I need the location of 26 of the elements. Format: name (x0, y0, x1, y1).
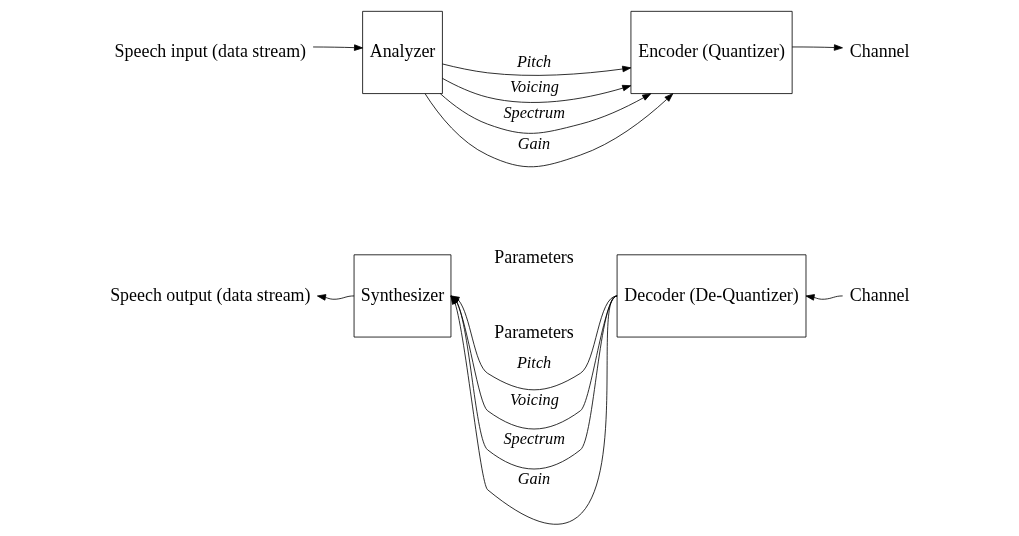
arrow (439, 93, 651, 134)
node-box: Analyzer (361, 10, 443, 94)
label: Parameters (493, 247, 574, 268)
edge-label: Voicing (509, 390, 559, 410)
node-box: Decoder (De-Quantizer) (616, 254, 806, 338)
arrow (791, 44, 843, 51)
arrow (312, 44, 363, 51)
edge-label: Gain (517, 134, 550, 154)
edge-label: Gain (517, 469, 550, 489)
label: Parameters (493, 321, 574, 342)
node-text: Channel (849, 41, 910, 62)
edge-label: Voicing (509, 76, 559, 96)
edge-label: Pitch (516, 52, 551, 72)
arrow (441, 63, 631, 76)
edge-label: Pitch (516, 352, 551, 372)
node-text: Speech output (data stream) (109, 284, 311, 305)
edge-label: Spectrum (502, 103, 565, 123)
edge-label: Spectrum (502, 429, 565, 449)
node-text: Speech input (data stream) (114, 41, 306, 62)
node-text: Channel (849, 284, 910, 305)
arrow (441, 77, 631, 103)
arrow (805, 294, 843, 301)
node-box: Encoder (Quantizer) (630, 10, 793, 94)
arrow (424, 93, 673, 168)
node-box: Synthesizer (353, 254, 451, 338)
arrow (316, 294, 354, 301)
